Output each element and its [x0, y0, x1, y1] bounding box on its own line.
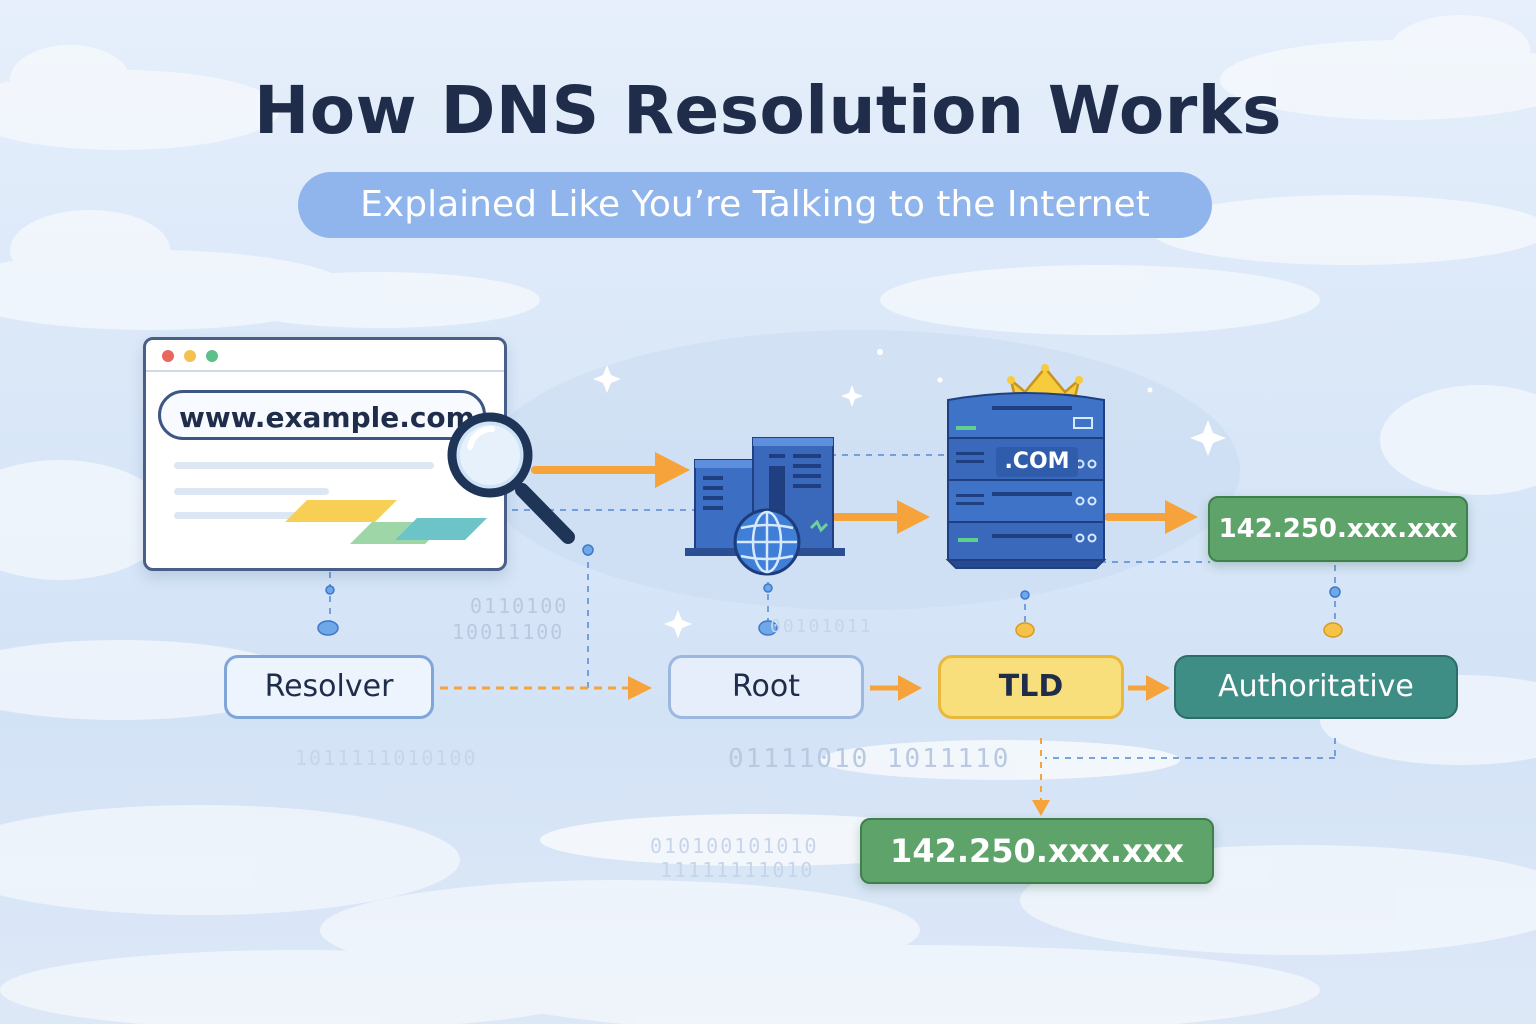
content-line — [174, 462, 434, 469]
binary-text-1: 0110100 — [470, 594, 569, 618]
url-bar[interactable]: www.example.com — [158, 390, 486, 440]
browser-titlebar — [146, 340, 504, 372]
result-ip-badge-bottom: 142.250.xxx.xxx — [860, 818, 1214, 884]
root-node[interactable]: Root — [668, 655, 864, 719]
magnifier-icon — [447, 412, 575, 544]
yellow-stripe — [285, 500, 397, 522]
binary-text-2: 10011100 — [452, 620, 565, 644]
content-line — [174, 488, 329, 495]
authoritative-node[interactable]: Authoritative — [1174, 655, 1458, 719]
resolver-node[interactable]: Resolver — [224, 655, 434, 719]
root-server-icon — [685, 437, 845, 576]
content-line — [174, 512, 299, 519]
binary-text-7: 00101011 — [770, 616, 873, 637]
maximize-dot-icon — [206, 350, 218, 362]
page-title: How DNS Resolution Works — [254, 72, 1282, 149]
binary-text-3: 01111010 1011110 — [728, 744, 1011, 774]
binary-text-6: 11111111010 — [660, 858, 815, 882]
tld-node[interactable]: TLD — [938, 655, 1124, 719]
browser-window: www.example.com — [143, 337, 507, 571]
minimize-dot-icon — [184, 350, 196, 362]
binary-text-5: 010100101010 — [650, 834, 819, 858]
subtitle-pill: Explained Like You’re Talking to the Int… — [298, 172, 1212, 238]
binary-text-4: 1011111010100 — [295, 746, 478, 770]
close-dot-icon — [162, 350, 174, 362]
tld-server-label: .COM — [996, 447, 1078, 477]
result-ip-badge-top: 142.250.xxx.xxx — [1208, 496, 1468, 562]
tld-server-icon — [945, 392, 1107, 569]
